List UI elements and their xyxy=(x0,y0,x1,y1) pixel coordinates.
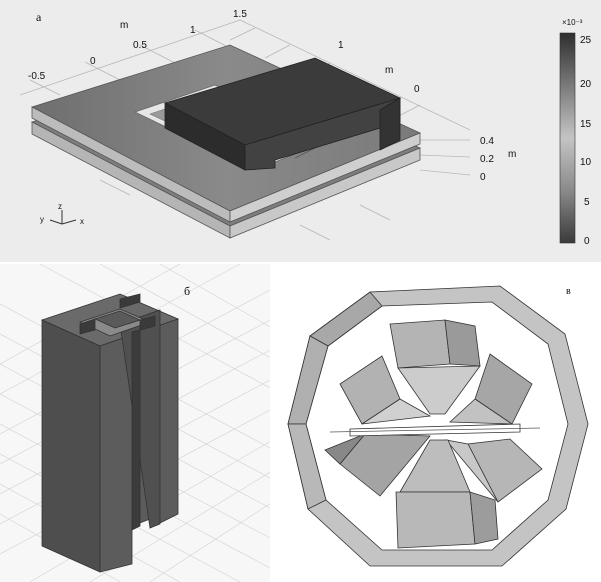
panel-a-scene: -0.5 0 0.5 1 1.5 m 1 0 m 0.4 0.2 0 m z y… xyxy=(19,9,592,247)
colorbar-exponent: ×10⁻³ xyxy=(562,18,583,27)
panel-c-scene xyxy=(287,285,589,567)
y-tick-label: 1 xyxy=(338,40,344,51)
pole-pieces xyxy=(324,319,543,549)
x-tick-label: -0.5 xyxy=(28,71,46,82)
y-axis-unit: m xyxy=(385,65,393,76)
triad-x-label: x xyxy=(80,217,84,226)
panel-c-ring-model: в xyxy=(270,264,601,582)
colorbar-tick-label: 0 xyxy=(584,236,590,247)
triad-z-label: z xyxy=(58,202,62,211)
colorbar-tick-label: 10 xyxy=(580,157,592,168)
colorbar-tick-label: 25 xyxy=(580,35,592,46)
z-tick-label: 0 xyxy=(480,172,486,183)
colorbar-gradient xyxy=(559,32,576,244)
axis-grid xyxy=(19,19,471,241)
yoke-block xyxy=(163,57,402,171)
panel-b-letter: б xyxy=(184,284,191,298)
panel-b-core-model: б xyxy=(0,264,300,582)
core-column xyxy=(40,293,180,573)
panel-c-letter: в xyxy=(566,286,571,297)
x-tick-label: 0.5 xyxy=(133,40,147,51)
x-axis-unit: m xyxy=(120,20,128,31)
axis-triad: z y x xyxy=(40,202,84,226)
x-tick-label: 1.5 xyxy=(233,9,247,20)
triad-y-label: y xyxy=(40,215,44,224)
z-axis-unit: m xyxy=(508,149,516,160)
y-tick-label: 0 xyxy=(414,84,420,95)
colorbar-tick-label: 5 xyxy=(584,197,590,208)
panel-a-transformer-plot: а xyxy=(0,0,601,262)
x-tick-label: 1 xyxy=(190,25,196,36)
panel-a-letter: а xyxy=(36,10,42,24)
colorbar: ×10⁻³ 25 20 15 10 5 0 xyxy=(559,18,592,247)
z-tick-label: 0.4 xyxy=(480,136,494,147)
x-tick-label: 0 xyxy=(90,56,96,67)
z-tick-label: 0.2 xyxy=(480,154,494,165)
colorbar-tick-label: 15 xyxy=(580,119,592,130)
panel-b-scene xyxy=(0,264,300,582)
colorbar-tick-label: 20 xyxy=(580,79,592,90)
